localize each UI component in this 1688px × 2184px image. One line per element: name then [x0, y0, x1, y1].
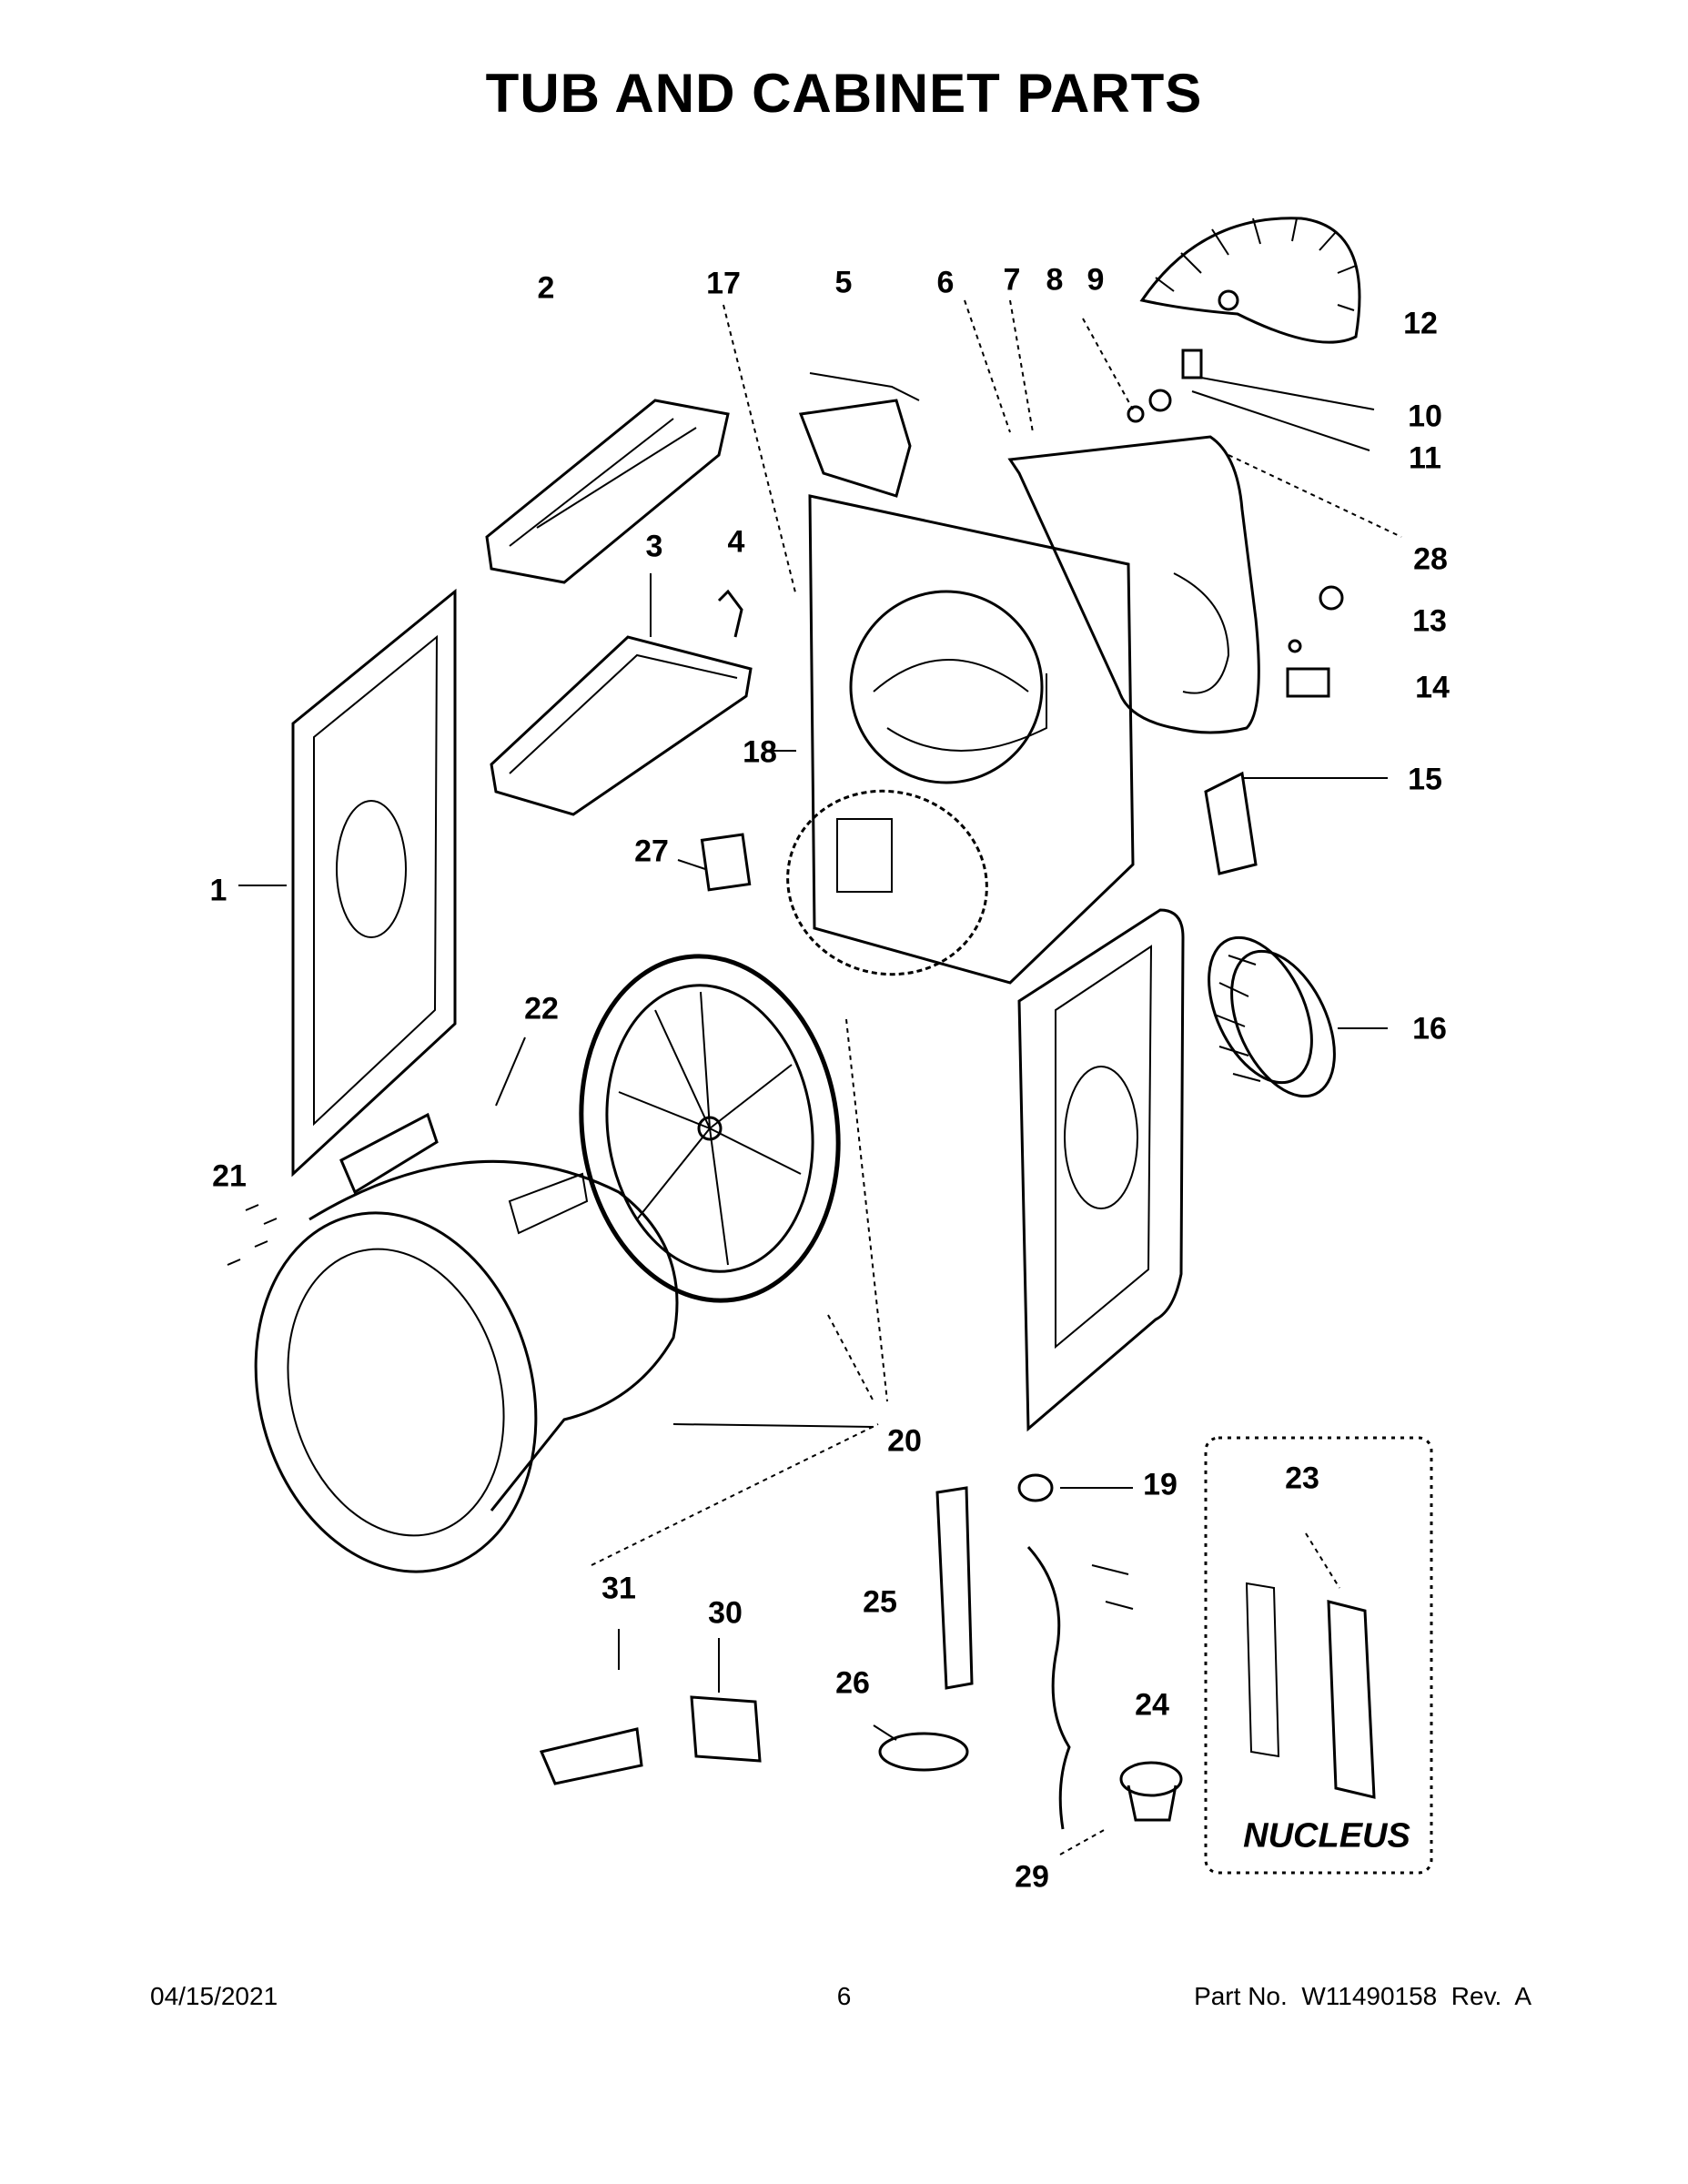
nucleus-kit-label: NUCLEUS — [1243, 1816, 1410, 1855]
part-2-console — [485, 399, 730, 584]
part-15-bracket — [1204, 771, 1258, 875]
page-title: TUB AND CABINET PARTS — [485, 63, 1203, 124]
part-31-plate — [539, 1727, 643, 1785]
callout-12: 12 — [1403, 306, 1438, 341]
callout-31: 31 — [601, 1571, 636, 1606]
callout-2: 2 — [537, 270, 555, 306]
front-cabinet-panel — [1017, 908, 1185, 1432]
part-9-screw — [1127, 405, 1145, 423]
part-29-cap — [1119, 1761, 1183, 1822]
callout-8: 8 — [1046, 262, 1064, 298]
callout-29: 29 — [1015, 1859, 1049, 1895]
callout-18: 18 — [743, 734, 777, 770]
part-5-wire — [809, 372, 920, 401]
callout-25: 25 — [863, 1584, 897, 1620]
callout-27: 27 — [634, 834, 669, 869]
part-23-kit-box — [1204, 1436, 1433, 1875]
part-24-harness — [1026, 1545, 1071, 1830]
callout-16: 16 — [1412, 1011, 1447, 1046]
part-24-connectors — [1091, 1564, 1134, 1610]
part-19-clip — [1017, 1473, 1054, 1502]
callout-5: 5 — [834, 265, 853, 300]
callout-17: 17 — [706, 266, 741, 301]
footer-part-number: Part No. W11490158 Rev. A — [1194, 1982, 1531, 2010]
part-17-cabinet-frame — [808, 494, 1135, 985]
part-5-bracket — [798, 399, 912, 498]
callout-20: 20 — [887, 1423, 922, 1459]
callout-30: 30 — [708, 1595, 743, 1631]
part-4-bracket — [717, 589, 743, 638]
leader-lines — [238, 299, 1402, 1855]
part-20-drum-rear — [579, 954, 841, 1303]
part-11-fastener — [1181, 349, 1203, 379]
callout-21: 21 — [212, 1158, 247, 1194]
callout-15: 15 — [1408, 762, 1442, 797]
part-1-side-panel — [291, 588, 457, 1178]
part-14-screw — [1288, 639, 1302, 653]
callout-11: 11 — [1409, 440, 1441, 476]
part-10-fastener — [1148, 389, 1172, 412]
callout-1: 1 — [209, 873, 227, 908]
part-16-blower-wheel — [1208, 935, 1336, 1098]
part-14-sensor — [1286, 667, 1330, 698]
callout-6: 6 — [936, 265, 955, 300]
callout-28: 28 — [1413, 541, 1448, 577]
part-7-rear-panel — [1007, 435, 1260, 734]
part-27-plate — [700, 833, 752, 892]
callout-7: 7 — [1003, 262, 1021, 298]
part-23-control-board — [1245, 1582, 1376, 1799]
part-18-seal-ring — [786, 789, 988, 976]
part-12-blower-cover — [1139, 217, 1361, 344]
part-26-plate — [878, 1732, 969, 1772]
callout-24: 24 — [1135, 1687, 1169, 1723]
footer-date: 04/15/2021 — [150, 1982, 278, 2010]
callout-19: 19 — [1143, 1467, 1178, 1502]
part-13-sensor — [1319, 585, 1344, 611]
part-22-hinge — [339, 1112, 439, 1195]
part-21-clips — [227, 1204, 278, 1266]
part-30-bracket — [690, 1695, 762, 1763]
callout-13: 13 — [1412, 603, 1447, 639]
callout-22: 22 — [524, 991, 559, 1026]
callout-9: 9 — [1087, 262, 1105, 298]
part-20-drum — [254, 1159, 679, 1573]
callout-3: 3 — [645, 529, 663, 564]
callout-10: 10 — [1408, 399, 1442, 434]
callout-26: 26 — [835, 1665, 870, 1701]
callout-14: 14 — [1415, 670, 1450, 705]
part-3-tray — [490, 635, 753, 816]
callout-4: 4 — [727, 524, 745, 560]
footer-page-number: 6 — [836, 1982, 852, 2010]
part-25-strip — [935, 1486, 974, 1690]
callout-23: 23 — [1285, 1461, 1319, 1496]
